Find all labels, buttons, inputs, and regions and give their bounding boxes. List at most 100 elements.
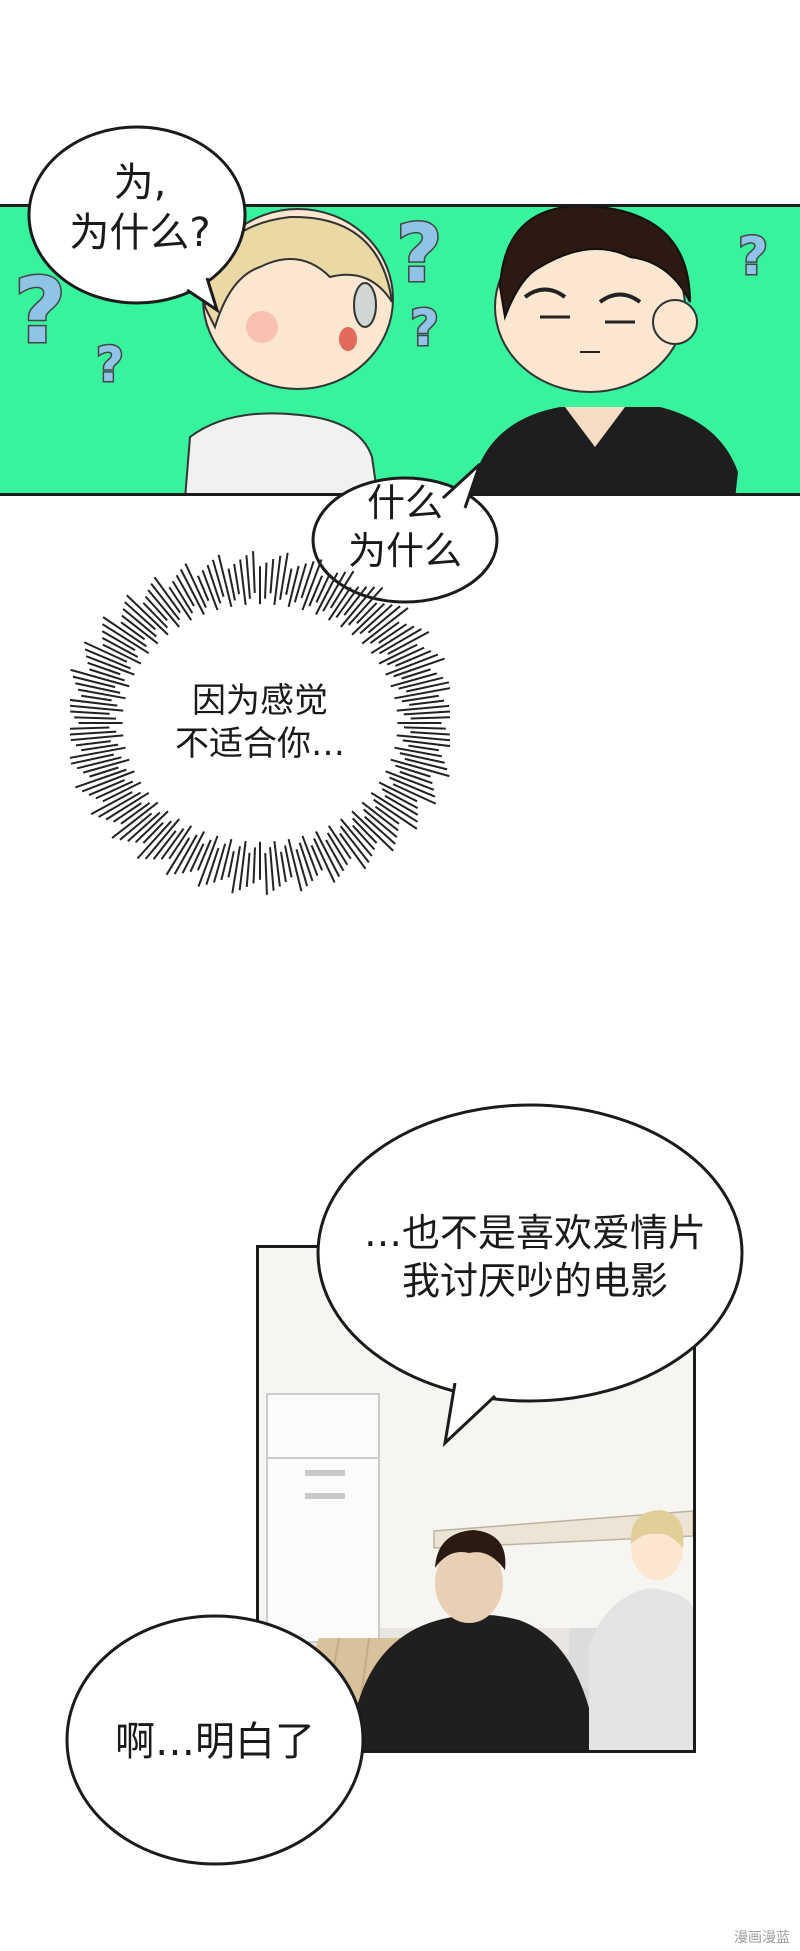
burst-line (295, 849, 309, 887)
speech-bubble-1-text: 为, 为什么? (69, 160, 211, 256)
burst-line (264, 562, 268, 599)
burst-line (279, 552, 289, 600)
burst-line (184, 563, 207, 609)
burst-line (340, 586, 376, 628)
burst-line (298, 842, 314, 882)
burst-line (152, 830, 177, 860)
burst-line (245, 852, 251, 888)
burst-line (70, 730, 117, 736)
burst-line (285, 568, 293, 596)
burst-line (326, 832, 349, 866)
burst-line (153, 576, 181, 614)
burst-line (393, 657, 445, 678)
burst-line (340, 818, 373, 857)
burst-line (85, 655, 135, 676)
burst-line (363, 808, 398, 838)
burst-line (90, 791, 133, 815)
burst-line (389, 776, 436, 798)
burst-line (351, 817, 378, 844)
burst-line (197, 575, 210, 602)
burst-line (83, 641, 128, 663)
burst-line (394, 687, 450, 700)
burst-line (402, 739, 450, 748)
burst-line (95, 780, 134, 800)
burst-line (369, 621, 400, 644)
burst-line (82, 758, 130, 774)
burst-line (301, 835, 319, 877)
burst-line (252, 551, 256, 593)
speech-bubble-3-text: …也不是喜欢爱情片 我讨厌吵的电影 (363, 1211, 706, 1303)
burst-line (313, 837, 336, 883)
burst-line (356, 602, 378, 624)
burst-line (370, 791, 419, 823)
burst-line (239, 559, 247, 606)
burst-line (134, 810, 169, 844)
burst-line (181, 831, 205, 874)
burst-line (197, 839, 212, 871)
burst-line (264, 853, 268, 895)
burst-line (327, 825, 352, 860)
blond-character-back (589, 1510, 693, 1750)
burst-line (361, 801, 399, 832)
burst-line (101, 623, 150, 655)
burst-line (370, 625, 415, 655)
burst-line (168, 586, 193, 621)
burst-line (87, 661, 121, 676)
burst-line (410, 731, 450, 736)
burst-line (217, 554, 233, 608)
burst-line (378, 623, 408, 644)
burst-line (111, 801, 159, 839)
burst-line (409, 699, 445, 706)
burst-line (279, 851, 287, 883)
burst-text: 因为感觉 不适合你… (175, 681, 345, 764)
burst-line (310, 844, 323, 871)
burst-line (70, 668, 130, 688)
burst-line (347, 586, 384, 626)
burst-line (386, 646, 425, 666)
burst-line (404, 757, 448, 771)
burst-line (136, 820, 173, 860)
burst-line (102, 781, 142, 803)
burst-line (206, 564, 222, 604)
burst-line (395, 764, 431, 778)
burst-line (144, 818, 180, 860)
burst-line (378, 781, 418, 803)
burst-line (77, 688, 126, 700)
burst-line (112, 802, 142, 823)
burst-line (233, 563, 241, 595)
burst-line (179, 568, 205, 615)
burst-line (315, 572, 339, 615)
burst-line (351, 602, 386, 636)
burst-line (220, 838, 233, 881)
burst-line (211, 559, 225, 597)
burst-line (150, 582, 181, 621)
burst-line (408, 744, 439, 752)
burst-line (367, 605, 401, 634)
burst-line (364, 815, 396, 845)
burst-line (378, 643, 418, 665)
burst-line (315, 831, 341, 878)
burst-line (142, 602, 169, 629)
burst-line (81, 770, 135, 793)
burst-line (378, 628, 422, 655)
burst-line (398, 676, 444, 690)
burst-line (361, 607, 409, 645)
burst-line (287, 838, 303, 892)
dark-haired-character (471, 207, 738, 493)
speech-bubble-3 (316, 1103, 744, 1448)
burst-line (144, 595, 168, 622)
burst-line (76, 756, 122, 770)
burst-line (201, 569, 219, 611)
burst-line (102, 643, 142, 665)
burst-line (227, 850, 235, 878)
burst-line (122, 608, 157, 638)
burst-line (403, 710, 450, 716)
burst-line (293, 563, 307, 603)
burst-line (70, 734, 124, 742)
burst-line (245, 555, 251, 599)
burst-line (70, 704, 124, 712)
question-mark-icon: ? (95, 336, 126, 395)
burst-line (127, 811, 161, 842)
burst-line (406, 681, 450, 693)
speech-bubble-2-text: 什么 为什么 (347, 481, 462, 573)
